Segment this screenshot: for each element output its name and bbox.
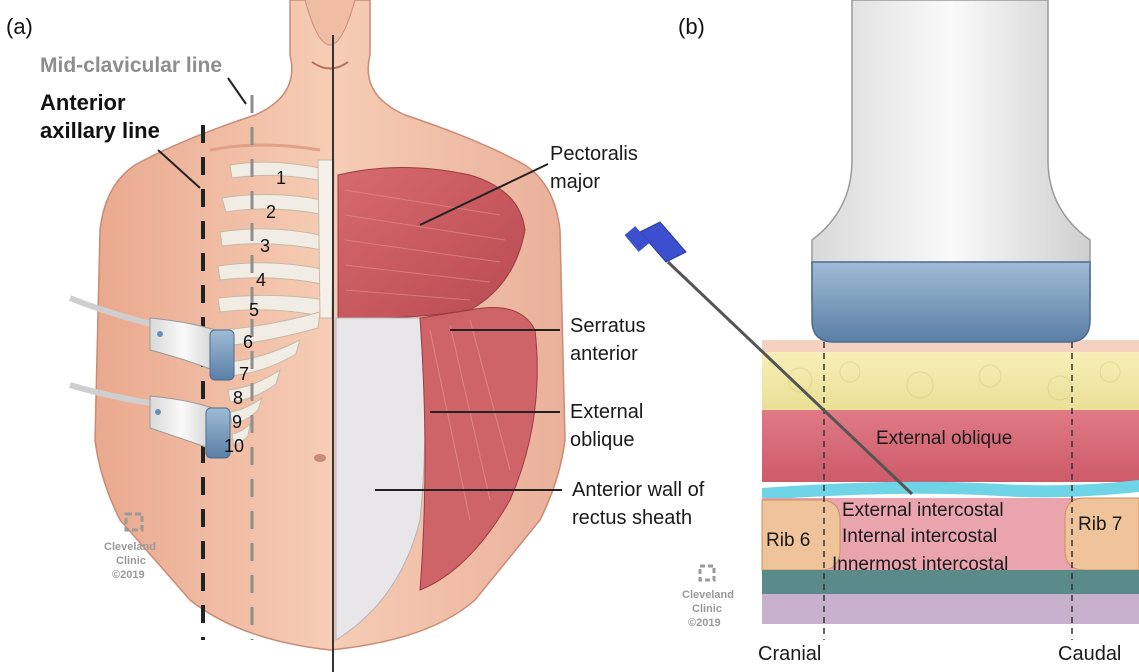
cleveland-clinic-watermark-b: Cleveland Clinic ©2019 [682,566,734,629]
rectus-label-2: rectus sheath [572,507,692,529]
rib-number: 6 [243,332,253,352]
fat-layer [762,352,1139,412]
anterior-axillary-label-1: Anterior [40,90,126,115]
ultrasound-probe-b [812,0,1090,342]
rib-number: 2 [266,202,276,222]
svg-text:Clinic: Clinic [116,555,146,567]
mid-clavicular-label: Mid-clavicular line [40,54,222,77]
rib-number: 1 [276,168,286,188]
rib-6-label: Rib 6 [766,530,810,551]
caudal-label: Caudal [1058,643,1121,665]
pectoralis-label-1: Pectoralis [550,143,638,165]
cranial-label: Cranial [758,643,821,665]
svg-text:Clinic: Clinic [692,603,722,615]
rib-number: 3 [260,236,270,256]
rib-number: 8 [233,388,243,408]
panel-a-tag: (a) [6,14,33,39]
panel-b: (b) External oblique [625,0,1139,665]
serratus-label-1: Serratus [570,315,646,337]
rib-number: 4 [256,270,266,290]
serratus-label-2: anterior [570,343,638,365]
external-intercostal-label: External intercostal [842,500,1004,521]
panel-b-tag: (b) [678,14,705,39]
pectoralis-label-2: major [550,171,600,193]
rib-number: 7 [239,364,249,384]
svg-text:Cleveland: Cleveland [682,589,734,601]
rib-number: 5 [249,300,259,320]
rib-number: 10 [224,436,244,456]
external-oblique-label-2: oblique [570,429,635,451]
svg-text:©2019: ©2019 [688,617,721,629]
internal-intercostal-label: Internal intercostal [842,526,997,547]
fascia-layer [762,480,1139,500]
innermost-intercostal-label: Innermost intercostal [832,554,1008,575]
rectus-label-1: Anterior wall of [572,479,705,501]
anterior-axillary-label-2: axillary line [40,118,160,143]
external-oblique-label-1: External [570,401,643,423]
svg-text:Cleveland: Cleveland [104,541,156,553]
external-oblique-layer-label: External oblique [876,428,1012,449]
svg-text:©2019: ©2019 [112,569,145,581]
panel-a: (a) Mid-clavicular line Anterior axillar… [6,0,705,672]
rib-7-label: Rib 7 [1078,514,1122,535]
rib-number: 9 [232,412,242,432]
